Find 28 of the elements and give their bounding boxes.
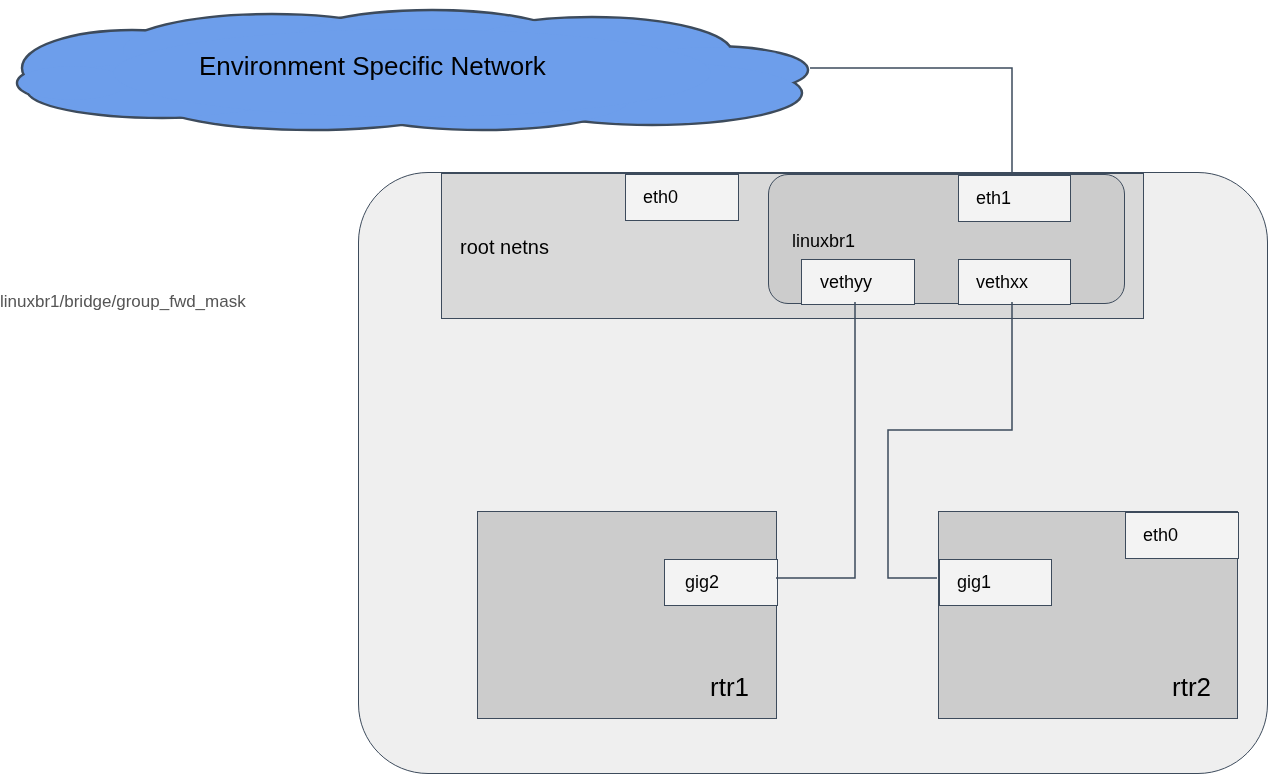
node-label: vethxx bbox=[976, 272, 1029, 293]
interface-box bbox=[1125, 512, 1239, 559]
node-label: eth1 bbox=[976, 188, 1012, 209]
interface-box bbox=[958, 259, 1071, 305]
interface-box bbox=[801, 259, 915, 305]
host-panel bbox=[358, 172, 1268, 774]
connector-line bbox=[887, 301, 1013, 579]
node-label: vethyy bbox=[820, 272, 873, 293]
interface-box bbox=[958, 175, 1071, 222]
node-label: rtr1 bbox=[710, 672, 749, 703]
interface-box bbox=[939, 559, 1052, 606]
connector-line bbox=[775, 301, 856, 579]
config-path-label: linuxbr1/bridge/group_fwd_mask bbox=[0, 292, 246, 312]
node-label: eth0 bbox=[1143, 525, 1179, 546]
node-label: rtr2 bbox=[1172, 672, 1211, 703]
bridge-box bbox=[768, 174, 1125, 304]
node-label: gig1 bbox=[957, 572, 992, 593]
router-box bbox=[938, 511, 1238, 719]
node-label: linuxbr1 bbox=[792, 231, 856, 252]
namespace-box bbox=[441, 173, 1144, 319]
interface-box bbox=[625, 174, 739, 221]
connector-line bbox=[809, 67, 1013, 173]
router-box bbox=[477, 511, 777, 719]
interface-box bbox=[664, 559, 778, 606]
node-label: eth0 bbox=[643, 187, 679, 208]
cloud-label: Environment Specific Network bbox=[199, 50, 546, 83]
node-label: root netns bbox=[460, 236, 549, 259]
node-label: gig2 bbox=[685, 572, 720, 593]
